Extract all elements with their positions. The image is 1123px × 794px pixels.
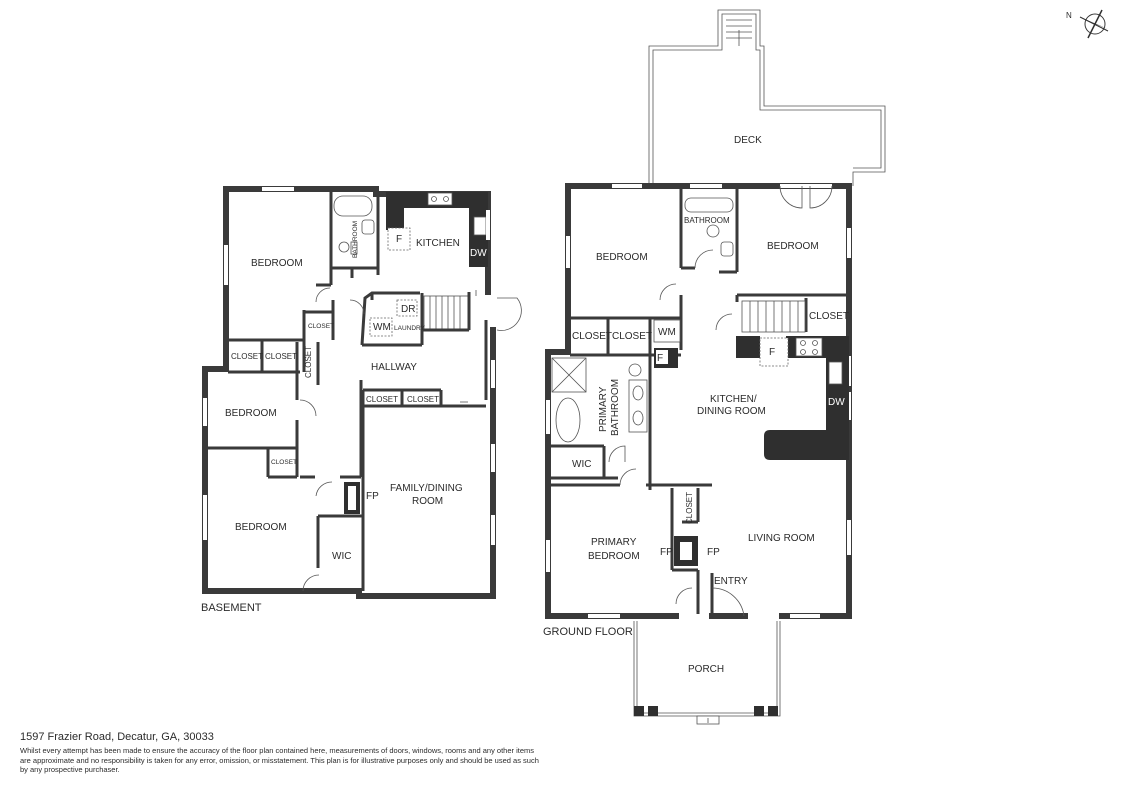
ground-wic-label: WIC — [572, 459, 591, 470]
basement-closet-b-label: CLOSET — [265, 352, 297, 361]
basement-closet-tiny-label: CLOSET — [271, 459, 297, 466]
ground-entry-label: ENTRY — [714, 576, 748, 587]
basement-closet-a-label: CLOSET — [231, 352, 263, 361]
basement-closet-small-label: CLOSET — [308, 323, 334, 330]
ground-floor-plan — [545, 9, 886, 725]
ground-closet-stairs-label: CLOSET — [809, 311, 849, 322]
basement-closet-vertical-label: CLOSET — [304, 346, 313, 378]
ground-closet-vertical-label: CLOSET — [685, 492, 694, 524]
basement-kitchen-label: KITCHEN — [416, 238, 460, 249]
basement-family-dining-label-2: ROOM — [412, 496, 443, 507]
ground-deck-label: DECK — [734, 135, 762, 146]
basement-closet-hall-1-label: CLOSET — [366, 395, 398, 404]
disclaimer-text: Whilst every attempt has been made to en… — [20, 746, 539, 774]
ground-bedroom-right-label: BEDROOM — [767, 241, 819, 252]
ground-primary-bath-label-2: BATHROOM — [610, 379, 621, 436]
ground-primary-bedroom-label-2: BEDROOM — [588, 551, 640, 562]
ground-primary-bedroom-label-1: PRIMARY — [591, 537, 637, 548]
ground-fridge-small-label: F — [657, 353, 663, 364]
basement-bedroom-bottom-label: BEDROOM — [235, 522, 287, 533]
ground-closet-1-label: CLOSET — [572, 331, 612, 342]
basement-bedroom-middle-label: BEDROOM — [225, 408, 277, 419]
ground-primary-bath-label-1: PRIMARY — [598, 386, 609, 432]
compass-north-label: N — [1066, 11, 1072, 20]
ground-fp-right-label: FP — [707, 547, 720, 558]
basement-laundry-label: LAUNDRY — [394, 325, 426, 332]
basement-wic-label: WIC — [332, 551, 351, 562]
basement-family-dining-label-1: FAMILY/DINING — [390, 483, 463, 494]
ground-kitchen-label-1: KITCHEN/ — [710, 394, 757, 405]
ground-kitchen-label-2: DINING ROOM — [697, 406, 766, 417]
basement-bathroom-label: BATHROOM — [352, 221, 359, 258]
basement-fireplace-label: FP — [366, 491, 379, 502]
ground-dishwasher-label: DW — [828, 397, 845, 408]
basement-washer-label: WM — [373, 322, 391, 333]
ground-floor-title: GROUND FLOOR — [543, 626, 633, 638]
basement-closet-hall-2-label: CLOSET — [407, 395, 439, 404]
basement-fridge-label: F — [396, 234, 402, 245]
ground-fridge-label: F — [769, 347, 775, 358]
basement-dishwasher-label: DW — [470, 248, 487, 259]
basement-plan — [202, 186, 522, 599]
property-address: 1597 Frazier Road, Decatur, GA, 30033 — [20, 731, 214, 743]
ground-fp-left-label: FP — [660, 547, 673, 558]
ground-closet-2-label: CLOSET — [612, 331, 652, 342]
basement-bedroom-top-label: BEDROOM — [251, 258, 303, 269]
basement-dryer-label: DR — [401, 304, 415, 315]
basement-hallway-label: HALLWAY — [371, 362, 417, 373]
ground-bathroom-label: BATHROOM — [684, 216, 730, 225]
ground-bedroom-left-label: BEDROOM — [596, 252, 648, 263]
ground-living-room-label: LIVING ROOM — [748, 533, 815, 544]
footer: 1597 Frazier Road, Decatur, GA, 30033 Wh… — [20, 731, 540, 775]
ground-porch-label: PORCH — [688, 664, 724, 675]
basement-floor-title: BASEMENT — [201, 602, 262, 614]
compass-icon: N — [1066, 9, 1109, 39]
ground-washer-label: WM — [658, 327, 676, 338]
